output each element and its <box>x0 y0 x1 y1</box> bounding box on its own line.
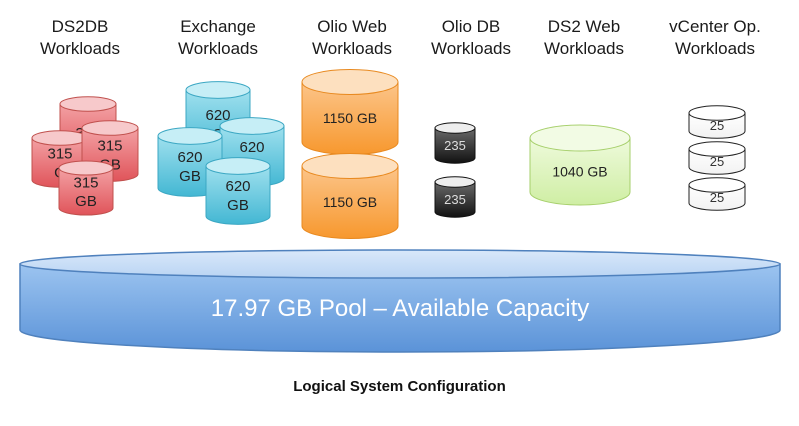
disk-top <box>205 157 271 175</box>
disk-label: 1040 GB <box>552 163 607 179</box>
vcenter-disk: 25 <box>688 141 746 175</box>
olio-web-disk: 1150 GB <box>301 69 399 155</box>
olio-db-disk: 235 <box>434 122 476 164</box>
label-line1: Exchange <box>180 17 256 36</box>
vcenter-disk: 25 <box>688 105 746 139</box>
disk-body <box>58 167 114 216</box>
disk-label: 25 <box>710 118 724 133</box>
storage-pool: 17.97 GB Pool – Available Capacity <box>19 249 781 353</box>
diagram-caption: Logical System Configuration <box>293 378 506 395</box>
disk-label: 1150 GB <box>323 194 377 210</box>
disk-body <box>205 165 271 225</box>
disk-body <box>529 137 631 206</box>
disk-label: 315 <box>97 138 122 155</box>
disk-top <box>58 160 114 176</box>
disk-top <box>434 122 476 134</box>
label-line1: DS2 Web <box>547 17 621 36</box>
disk-label: 25 <box>710 190 724 205</box>
disk-label: GB <box>75 193 97 210</box>
olio-web-disk: 1150 GB <box>301 153 399 239</box>
label-line2: Workloads <box>675 39 755 58</box>
vcenter-disk: 25 <box>688 177 746 211</box>
olio-db-disk: 235 <box>434 176 476 218</box>
disk-label: 235 <box>444 192 466 207</box>
disk-top <box>81 120 139 136</box>
disk-top <box>688 141 746 157</box>
disk-label: 620 <box>225 178 250 195</box>
disk-label: 620 <box>205 107 230 124</box>
disk-label: GB <box>227 197 249 214</box>
column-label-ds2db: DS2DB Workloads <box>20 16 140 60</box>
disk-body <box>301 165 399 239</box>
label-line1: vCenter Op. <box>669 17 761 36</box>
label-line2: Workloads <box>431 39 511 58</box>
label-line1: Olio Web <box>317 17 387 36</box>
disk-top <box>434 176 476 188</box>
disk-body <box>434 127 476 164</box>
pool-top <box>19 249 781 279</box>
disk-label: 235 <box>444 138 466 153</box>
disk-top <box>301 153 399 179</box>
column-label-vcenter: vCenter Op. Workloads <box>655 16 775 60</box>
disk-body <box>434 181 476 218</box>
disk-label: 25 <box>710 154 724 169</box>
disk-top <box>185 81 251 99</box>
disk-label: 1150 GB <box>323 110 377 126</box>
label-line2: Workloads <box>40 39 120 58</box>
label-line1: DS2DB <box>51 17 109 36</box>
disk-label: 315 <box>73 174 98 191</box>
disk-top <box>59 96 117 112</box>
column-label-olio-web: Olio Web Workloads <box>292 16 412 60</box>
disk-top <box>688 177 746 193</box>
disk-label: 315 <box>47 146 72 163</box>
disk-top <box>688 105 746 121</box>
column-label-ds2-web: DS2 Web Workloads <box>524 16 644 60</box>
label-line2: Workloads <box>544 39 624 58</box>
disk-label: 620 <box>239 139 264 156</box>
ds2-web-disk: 1040 GB <box>529 124 631 206</box>
disk-label: GB <box>179 168 201 185</box>
disk-top <box>529 124 631 152</box>
disk-label: 620 <box>177 149 202 166</box>
disk-top <box>301 69 399 95</box>
label-line2: Workloads <box>312 39 392 58</box>
label-line1: Olio DB <box>441 17 501 36</box>
column-label-exchange: Exchange Workloads <box>158 16 278 60</box>
pool-label: 17.97 GB Pool – Available Capacity <box>211 295 589 322</box>
column-label-olio-db: Olio DB Workloads <box>411 16 531 60</box>
disk-top <box>219 117 285 135</box>
disk-top <box>31 130 89 146</box>
disk-top <box>157 127 223 145</box>
label-line2: Workloads <box>178 39 258 58</box>
pool-body <box>19 263 781 353</box>
